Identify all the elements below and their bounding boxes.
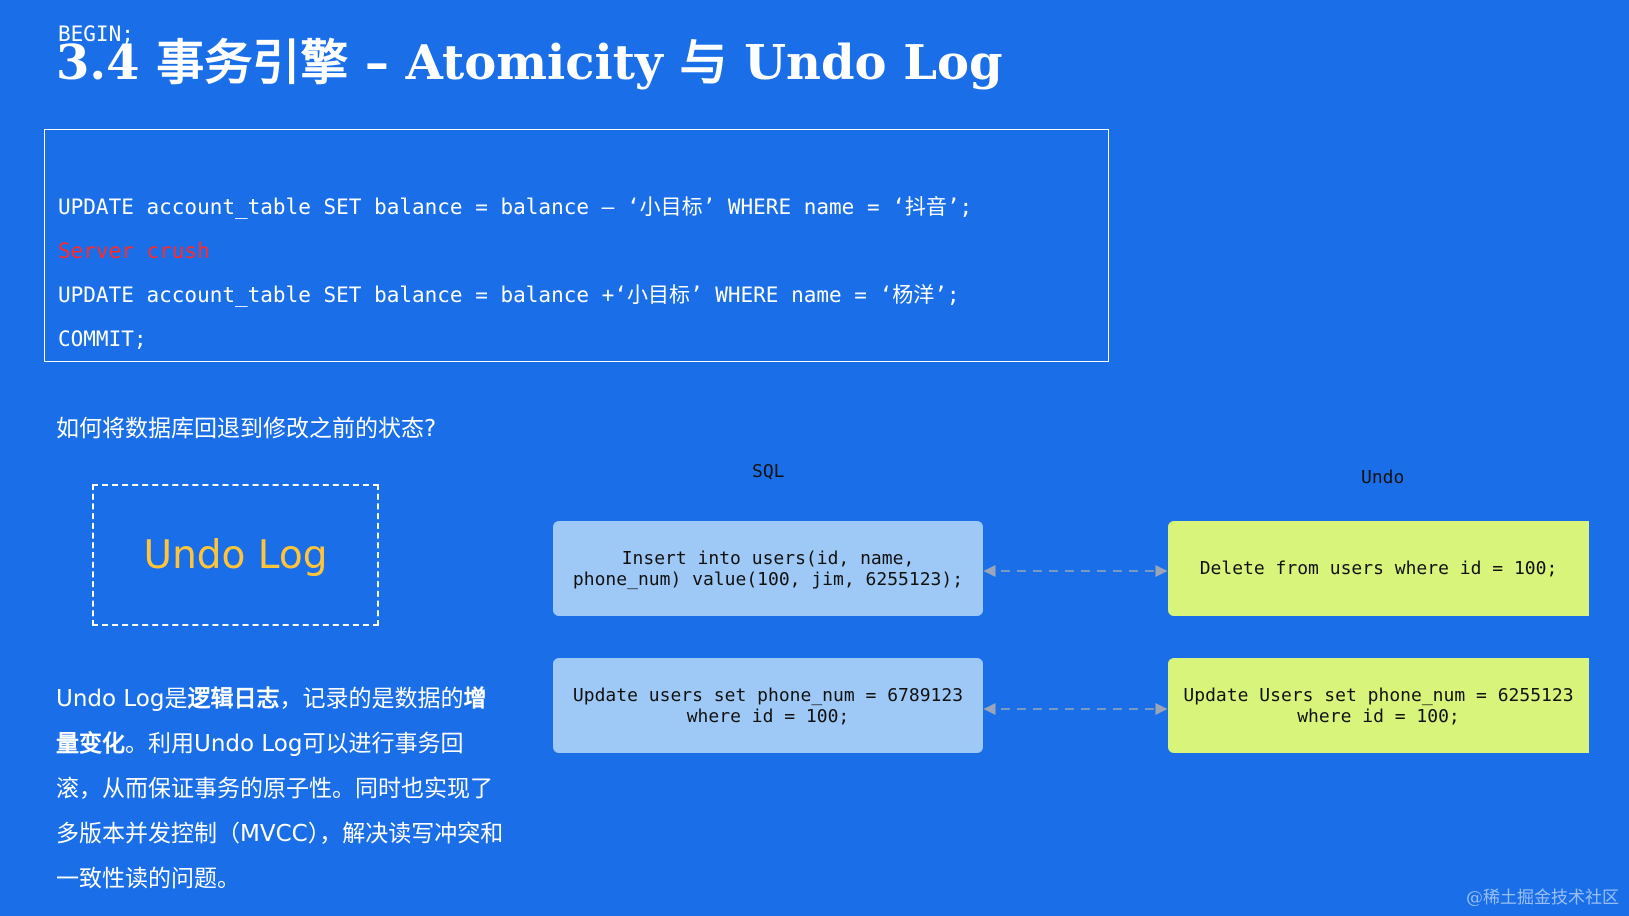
desc-bold-incremental-change: 增量变化 [56, 686, 487, 757]
desc-part-3: 。利用Undo Log可以进行事务回滚，从而保证事务的原子性。同时也实现了多版本… [56, 731, 504, 892]
undo-delete-line-1: Delete from users where id = 100; [1199, 558, 1558, 579]
undo-update-line-1: Update Users set phone_num = 6255123 [1183, 684, 1574, 706]
slide-title: 3.4 事务引擎 – Atomicity 与 Undo Log [56, 35, 1003, 91]
watermark: @稀土掘金技术社区 [1466, 888, 1619, 908]
desc-part-1: Undo Log是 [56, 686, 188, 712]
undo-column-label: Undo [1361, 467, 1405, 488]
sql-box-update: Update users set phone_num = 6789123 whe… [553, 658, 983, 753]
undo-log-description: Undo Log是逻辑日志，记录的是数据的增量变化。利用Undo Log可以进行… [56, 677, 506, 902]
code-line-server-crush: Server crush [58, 239, 210, 263]
sql-insert-line-1: Insert into users(id, name, [621, 547, 915, 569]
code-line-update-2: UPDATE account_table SET balance = balan… [58, 283, 960, 307]
sql-insert-line-2: phone_num) value(100, jim, 6255123); [572, 568, 964, 590]
question-text: 如何将数据库回退到修改之前的状态? [56, 416, 437, 442]
undo-box-update: Update Users set phone_num = 6255123 whe… [1168, 658, 1589, 753]
code-line-commit: COMMIT; [58, 327, 147, 351]
undo-update-line-2: where id = 100; [1297, 705, 1460, 727]
code-block: BEGIN; UPDATE account_table SET balance … [44, 22, 1109, 362]
desc-bold-logical-log: 逻辑日志 [187, 686, 280, 712]
undo-box-delete: Delete from users where id = 100; [1168, 521, 1589, 616]
desc-part-2: ，记录的是数据的 [279, 686, 464, 712]
undo-log-label: Undo Log [143, 532, 328, 578]
sql-column-label: SQL [752, 461, 785, 482]
sql-update-line-2: where id = 100; [686, 705, 850, 727]
undo-log-box: Undo Log [92, 484, 379, 626]
code-line-update-1: UPDATE account_table SET balance = balan… [58, 195, 973, 219]
code-line-begin: BEGIN; [58, 22, 134, 46]
sql-update-line-1: Update users set phone_num = 6789123 [572, 684, 964, 706]
sql-box-insert: Insert into users(id, name, phone_num) v… [553, 521, 983, 616]
